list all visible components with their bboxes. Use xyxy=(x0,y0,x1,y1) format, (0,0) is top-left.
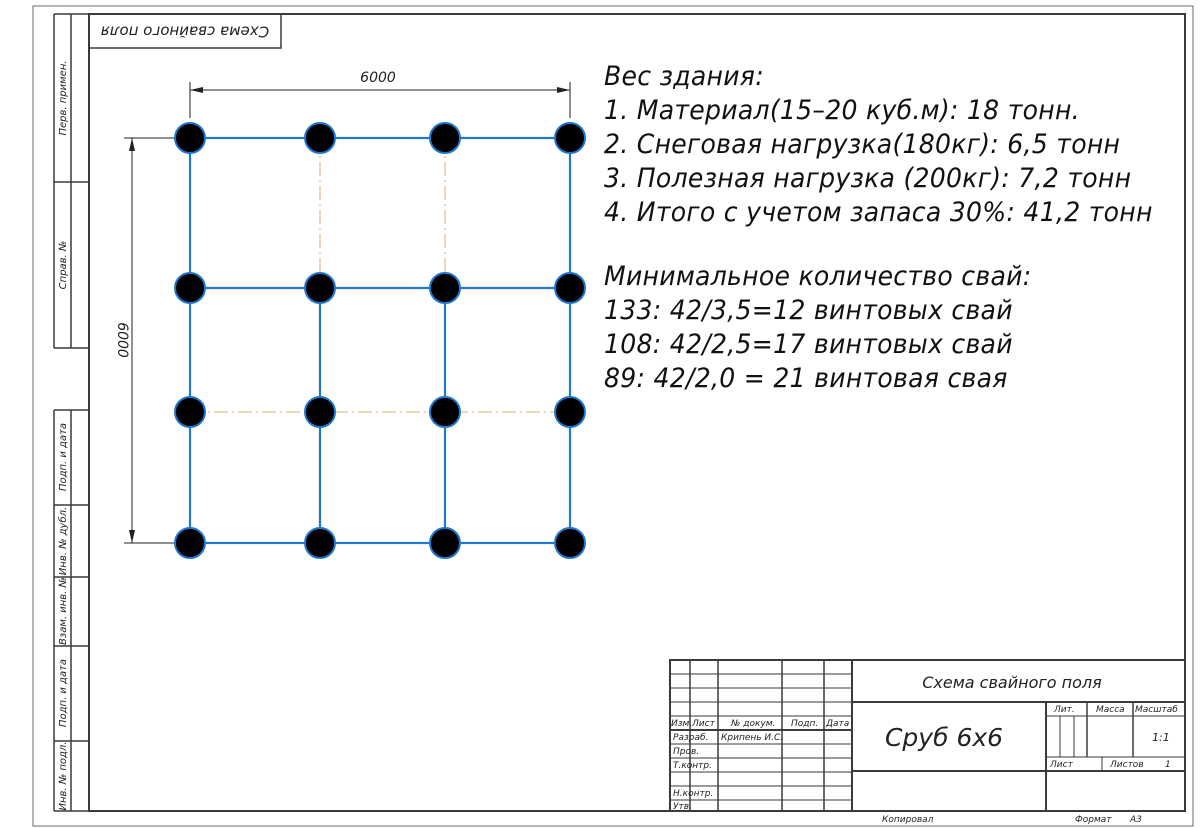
tb-kopiroval: Копировал xyxy=(882,815,934,825)
pile xyxy=(554,527,586,559)
tb-list: Лист xyxy=(691,719,716,729)
object-name: Сруб 6х6 xyxy=(885,723,1003,752)
pile xyxy=(304,272,336,304)
tb-sheets-count: 1 xyxy=(1165,760,1171,770)
tb-massa: Масса xyxy=(1096,705,1125,715)
drawing-frame xyxy=(88,13,1186,812)
top-label-box: Схема свайного поля xyxy=(89,14,282,49)
dimension-horizontal-label: 6000 xyxy=(360,70,396,86)
side-label-sprav: Справ. № xyxy=(58,241,69,290)
pile xyxy=(174,527,206,559)
tb-format-label: Формат xyxy=(1075,815,1112,825)
pile xyxy=(174,396,206,428)
side-label-perv: Перв. примен. xyxy=(58,60,69,135)
tb-podp: Подп. xyxy=(791,719,818,729)
tb-sheets-label: Листов xyxy=(1109,760,1144,770)
tb-izm: Изм. xyxy=(671,719,692,729)
tb-masshtab: Масштаб xyxy=(1135,705,1178,715)
title-block xyxy=(669,659,1186,812)
pile xyxy=(554,272,586,304)
weight-item: 3. Полезная нагрузка (200кг): 7,2 тонн xyxy=(604,163,1132,194)
weight-item: 1. Материал(15–20 куб.м): 18 тонн. xyxy=(604,95,1080,126)
tb-nkontr: Н.контр. xyxy=(673,789,713,799)
tb-tkontr: Т.контр. xyxy=(673,761,712,771)
side-stamp xyxy=(53,13,89,812)
title-block-text: Изм. Лист № докум. Подп. Дата Разраб. Кр… xyxy=(671,705,1178,825)
drawing-title: Схема свайного поля xyxy=(922,673,1102,692)
tb-prov: Пров. xyxy=(673,747,699,757)
weight-item: 4. Итого с учетом запаса 30%: 41,2 тонн xyxy=(604,197,1153,228)
notes-spacer xyxy=(604,230,1143,260)
side-stamp-labels: Перв. примен. Справ. № Подп. и дата Инв.… xyxy=(57,60,69,810)
piles xyxy=(174,122,586,559)
axis-lines xyxy=(190,138,570,543)
pile-grid xyxy=(188,136,572,545)
top-label-text: Схема свайного поля xyxy=(101,23,269,41)
tb-sheet-label: Лист xyxy=(1049,760,1074,770)
side-label-podp2: Подп. и дата xyxy=(58,659,69,727)
pile xyxy=(174,272,206,304)
dimension-vertical-label: 6000 xyxy=(114,322,130,358)
pile xyxy=(304,122,336,154)
pile xyxy=(304,396,336,428)
piles-item: 108: 42/2,5=17 винтовых свай xyxy=(604,329,1013,360)
piles-item: 89: 42/2,0 = 21 винтовая свая xyxy=(604,363,1008,394)
paper-edge xyxy=(32,5,1194,827)
pile xyxy=(554,122,586,154)
pile xyxy=(304,527,336,559)
load-notes: Вес здания: 1. Материал(15–20 куб.м): 18… xyxy=(604,60,1153,396)
dimension-vertical xyxy=(124,137,176,544)
tb-lit: Лит. xyxy=(1053,705,1075,715)
tb-razrab-name: Крипень И.С. xyxy=(721,733,783,743)
side-label-inv-dubl: Инв. № дубл. xyxy=(57,507,69,575)
tb-razrab: Разраб. xyxy=(673,733,708,743)
weight-title: Вес здания: xyxy=(604,61,764,92)
pile xyxy=(429,122,461,154)
pile xyxy=(174,122,206,154)
pile xyxy=(429,396,461,428)
pile xyxy=(429,527,461,559)
pile xyxy=(554,396,586,428)
side-label-vzam: Взам. инв. № xyxy=(58,577,69,645)
pile xyxy=(429,272,461,304)
side-label-podp1: Подп. и дата xyxy=(58,423,69,491)
tb-utv: Утв. xyxy=(673,802,692,812)
weight-item: 2. Снеговая нагрузка(180кг): 6,5 тонн xyxy=(604,129,1121,160)
tb-doc: № докум. xyxy=(730,719,775,729)
dimension-horizontal xyxy=(189,82,571,118)
tb-format-value: А3 xyxy=(1129,815,1142,825)
side-label-inv-podl: Инв. № подл. xyxy=(58,742,69,811)
tb-data: Дата xyxy=(825,719,849,729)
piles-title: Минимальное количество свай: xyxy=(604,261,1032,292)
piles-item: 133: 42/3,5=12 винтовых свай xyxy=(604,295,1013,326)
tb-scale: 1:1 xyxy=(1152,731,1170,744)
